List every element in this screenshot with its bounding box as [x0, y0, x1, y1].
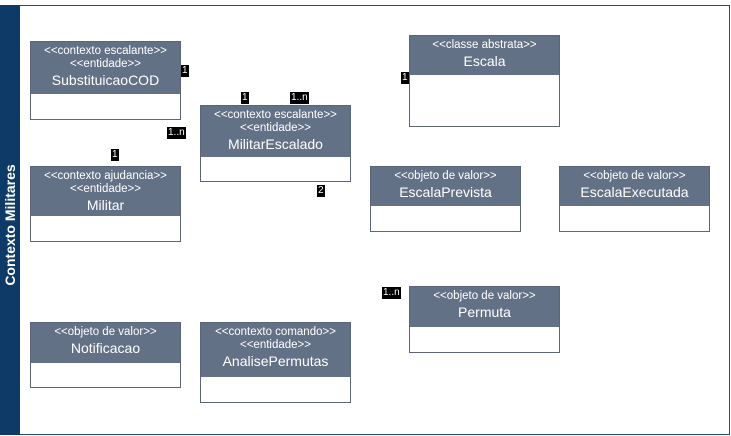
stereotype: <<objeto de valor>> — [433, 290, 536, 302]
class-header: <<contexto escalante>> <<entidade>> Mili… — [201, 106, 350, 157]
class-name: Notificacao — [70, 340, 141, 356]
class-name: Escala — [463, 53, 506, 69]
stereotype: <<entidade>> — [240, 122, 311, 134]
class-name: SubstituicaoCOD — [51, 72, 160, 88]
class-header: <<objeto de valor>> Permuta — [410, 287, 559, 327]
multiplicity-label: 2 — [317, 185, 325, 197]
class-escala-executada[interactable]: <<objeto de valor>> EscalaExecutada — [559, 166, 710, 232]
class-header: <<classe abstrata>> Escala — [410, 36, 559, 75]
class-name: EscalaExecutada — [580, 184, 689, 200]
context-title: Contexto Militares — [2, 164, 18, 286]
multiplicity-label: 1 — [181, 65, 189, 77]
multiplicity-label: 1 — [241, 92, 249, 104]
stereotype: <<classe abstrata>> — [432, 39, 537, 51]
class-name: Militar — [86, 197, 125, 213]
class-name: EscalaPrevista — [399, 184, 492, 200]
class-militar[interactable]: <<contexto ajudancia>> <<entidade>> Mili… — [30, 166, 181, 242]
class-header: <<objeto de valor>> EscalaPrevista — [371, 167, 520, 206]
class-escala-prevista[interactable]: <<objeto de valor>> EscalaPrevista — [370, 166, 521, 232]
stereotype: <<entidade>> — [240, 339, 311, 351]
multiplicity-label: 1 — [401, 72, 409, 84]
class-header: <<contexto comando>> <<entidade>> Analis… — [201, 323, 350, 377]
multiplicity-label: 1..n — [167, 127, 186, 139]
class-name: MilitarEscalado — [228, 136, 323, 152]
stereotype: <<entidade>> — [70, 58, 141, 70]
multiplicity-label: 1 — [111, 149, 119, 161]
class-name: AnalisePermutas — [222, 353, 329, 369]
class-permuta[interactable]: <<objeto de valor>> Permuta — [409, 286, 560, 353]
class-substituicao-cod[interactable]: <<contexto escalante>> <<entidade>> Subs… — [30, 41, 181, 120]
stereotype: <<contexto comando>> — [215, 326, 336, 338]
stereotype: <<contexto ajudancia>> — [44, 170, 167, 182]
class-header: <<contexto escalante>> <<entidade>> Subs… — [31, 42, 180, 94]
class-militar-escalado[interactable]: <<contexto escalante>> <<entidade>> Mili… — [200, 105, 351, 182]
stereotype: <<entidade>> — [70, 183, 141, 195]
stereotype: <<objeto de valor>> — [54, 326, 157, 338]
class-header: <<objeto de valor>> Notificacao — [31, 323, 180, 363]
class-notificacao[interactable]: <<objeto de valor>> Notificacao — [30, 322, 181, 388]
class-header: <<contexto ajudancia>> <<entidade>> Mili… — [31, 167, 180, 216]
context-sidebar: Contexto Militares — [0, 5, 20, 435]
class-name: Permuta — [458, 304, 511, 320]
stereotype: <<contexto escalante>> — [214, 109, 337, 121]
stereotype: <<objeto de valor>> — [583, 170, 686, 182]
class-escala[interactable]: <<classe abstrata>> Escala — [409, 35, 560, 127]
class-header: <<objeto de valor>> EscalaExecutada — [560, 167, 709, 206]
stereotype: <<objeto de valor>> — [394, 170, 497, 182]
multiplicity-label: 1..n — [382, 287, 401, 299]
stereotype: <<contexto escalante>> — [44, 45, 167, 57]
class-analise-permutas[interactable]: <<contexto comando>> <<entidade>> Analis… — [200, 322, 351, 403]
multiplicity-label: 1..n — [290, 92, 309, 104]
